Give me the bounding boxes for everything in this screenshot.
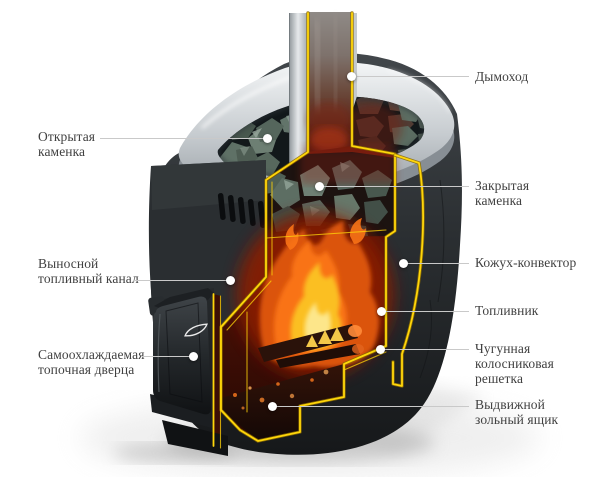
leader-firebox xyxy=(381,311,469,312)
callout-fuel-channel: Выносной топливный канал xyxy=(38,256,139,286)
callout-label: решетка xyxy=(475,371,524,386)
callout-label: каменка xyxy=(38,144,86,159)
leader-grate xyxy=(380,349,469,350)
callout-grate: Чугунная колосниковая решетка xyxy=(475,341,554,386)
callout-firebox: Топливник xyxy=(475,303,538,318)
fire-logs xyxy=(258,324,364,368)
flame-oval-logo xyxy=(184,323,208,337)
callout-closed-heater: Закрытая каменка xyxy=(475,178,529,208)
callout-label: Топливник xyxy=(475,303,539,318)
callout-label: Выносной xyxy=(38,256,99,271)
vent-slots xyxy=(217,193,266,228)
fuel-channel xyxy=(148,288,228,456)
cut-outline xyxy=(212,11,397,449)
leader-ash-box xyxy=(272,406,469,407)
callout-label: Кожух-конвектор xyxy=(475,255,577,270)
callout-open-heater: Открытая каменка xyxy=(38,129,95,159)
callout-label: Выдвижной xyxy=(475,397,545,412)
leader-stove-door xyxy=(142,356,193,357)
callout-label: топливный канал xyxy=(38,271,139,286)
front-panel xyxy=(148,160,266,330)
callout-convector: Кожух-конвектор xyxy=(475,255,576,270)
callout-label: топочная дверца xyxy=(38,362,135,377)
callout-label: Закрытая xyxy=(475,178,530,193)
callout-label: колосниковая xyxy=(475,356,554,371)
callout-stove-door: Самоохлаждаемая топочная дверца xyxy=(38,347,145,377)
dot-open-heater xyxy=(262,133,272,143)
dot-stove-door xyxy=(188,351,198,361)
dot-chimney xyxy=(346,71,356,81)
callout-label: Чугунная xyxy=(475,341,531,356)
casing-cut-line xyxy=(391,153,425,388)
dot-closed-heater xyxy=(314,181,324,191)
leader-open-heater xyxy=(100,138,267,139)
leader-convector xyxy=(403,263,469,264)
dot-convector xyxy=(398,258,408,268)
dot-firebox xyxy=(376,306,386,316)
callout-label: Дымоход xyxy=(475,69,529,84)
leader-fuel-channel xyxy=(134,280,230,281)
leader-chimney xyxy=(351,76,469,77)
callout-label: каменка xyxy=(475,193,523,208)
callout-label: Самоохлаждаемая xyxy=(38,347,145,362)
callout-label: зольный ящик xyxy=(475,412,559,427)
cutaway-interior xyxy=(213,146,396,448)
chimney-cut-smoke xyxy=(307,12,352,156)
dot-ash-box xyxy=(267,401,277,411)
callout-chimney: Дымоход xyxy=(475,69,528,84)
dot-fuel-channel xyxy=(225,275,235,285)
callout-label: Открытая xyxy=(38,129,96,144)
dot-grate xyxy=(375,344,385,354)
leader-closed-heater xyxy=(319,186,469,187)
callout-ash-box: Выдвижной зольный ящик xyxy=(475,397,558,427)
ash-floor xyxy=(221,364,344,440)
